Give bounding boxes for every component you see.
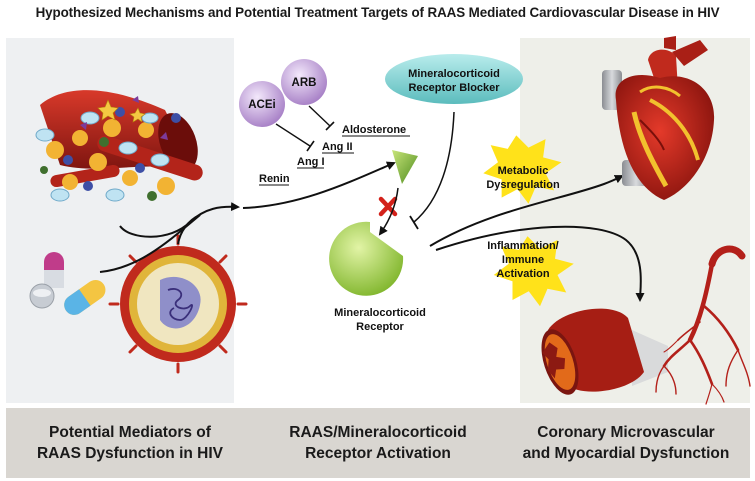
- footer-mediators-label: Potential Mediators of RAAS Dysfunction …: [36, 424, 223, 462]
- inflammation-label-2: Immune: [502, 254, 544, 266]
- aldosterone-to-receptor-arrow: [378, 187, 399, 236]
- metabolic-label-1: Metabolic: [498, 165, 549, 177]
- cascade-arrow: [242, 161, 396, 209]
- mr-blocker-ellipse: [385, 54, 523, 104]
- mr-blocker-label-1: Mineralocorticoid: [408, 68, 500, 80]
- footer-outcomes-label: Coronary Microvascular and Myocardial Dy…: [522, 424, 730, 462]
- mineralocorticoid-receptor-icon: [329, 221, 404, 296]
- inflammation-label-1: Inflammation/: [487, 240, 559, 252]
- acei-label: ACEi: [248, 99, 275, 111]
- arb-bubble: [281, 59, 327, 105]
- metabolic-label-2: Dysregulation: [486, 179, 560, 191]
- renin-label: Renin: [259, 173, 290, 185]
- heart-illustration: [602, 36, 715, 200]
- mediator-arrow-bottom: [177, 214, 201, 245]
- arb-label: ARB: [292, 77, 317, 89]
- microvasculature-illustration: [655, 245, 751, 405]
- mediator-arrow-middle: [99, 214, 201, 273]
- blood-vessel-cells-illustration: [35, 90, 203, 202]
- medication-pills-icon: [29, 252, 106, 315]
- figure-title: Hypothesized Mechanisms and Potential Tr…: [35, 5, 720, 20]
- inflammation-star: [493, 236, 574, 307]
- mr-blocker-label-2: Receptor Blocker: [408, 82, 500, 94]
- receptor-label-1: Mineralocorticoid: [334, 307, 426, 319]
- aldosterone-triangle-icon: [392, 150, 418, 184]
- ang2-label: Ang II: [322, 141, 353, 153]
- footer-bar: Potential Mediators of RAAS Dysfunction …: [6, 408, 750, 478]
- arb-inhibit-line: [308, 105, 331, 127]
- receptor-to-heart-arrow: [429, 175, 624, 247]
- acei-bubble: [239, 81, 285, 127]
- hiv-virus-icon: [108, 234, 248, 374]
- receptor-to-vessel-arrow: [435, 225, 645, 302]
- ang1-label: Ang I: [297, 156, 325, 168]
- mr-blocker-inhibit-line: [413, 111, 455, 223]
- aldosterone-label: Aldosterone: [342, 124, 406, 136]
- coronary-vessel-illustration: [541, 308, 668, 395]
- receptor-label-2: Receptor: [356, 321, 404, 333]
- footer-activation-label: RAAS/Mineralocorticoid Receptor Activati…: [289, 424, 467, 462]
- inflammation-label-3: Activation: [496, 268, 549, 280]
- acei-inhibit-line: [275, 123, 311, 147]
- metabolic-star: [483, 135, 562, 204]
